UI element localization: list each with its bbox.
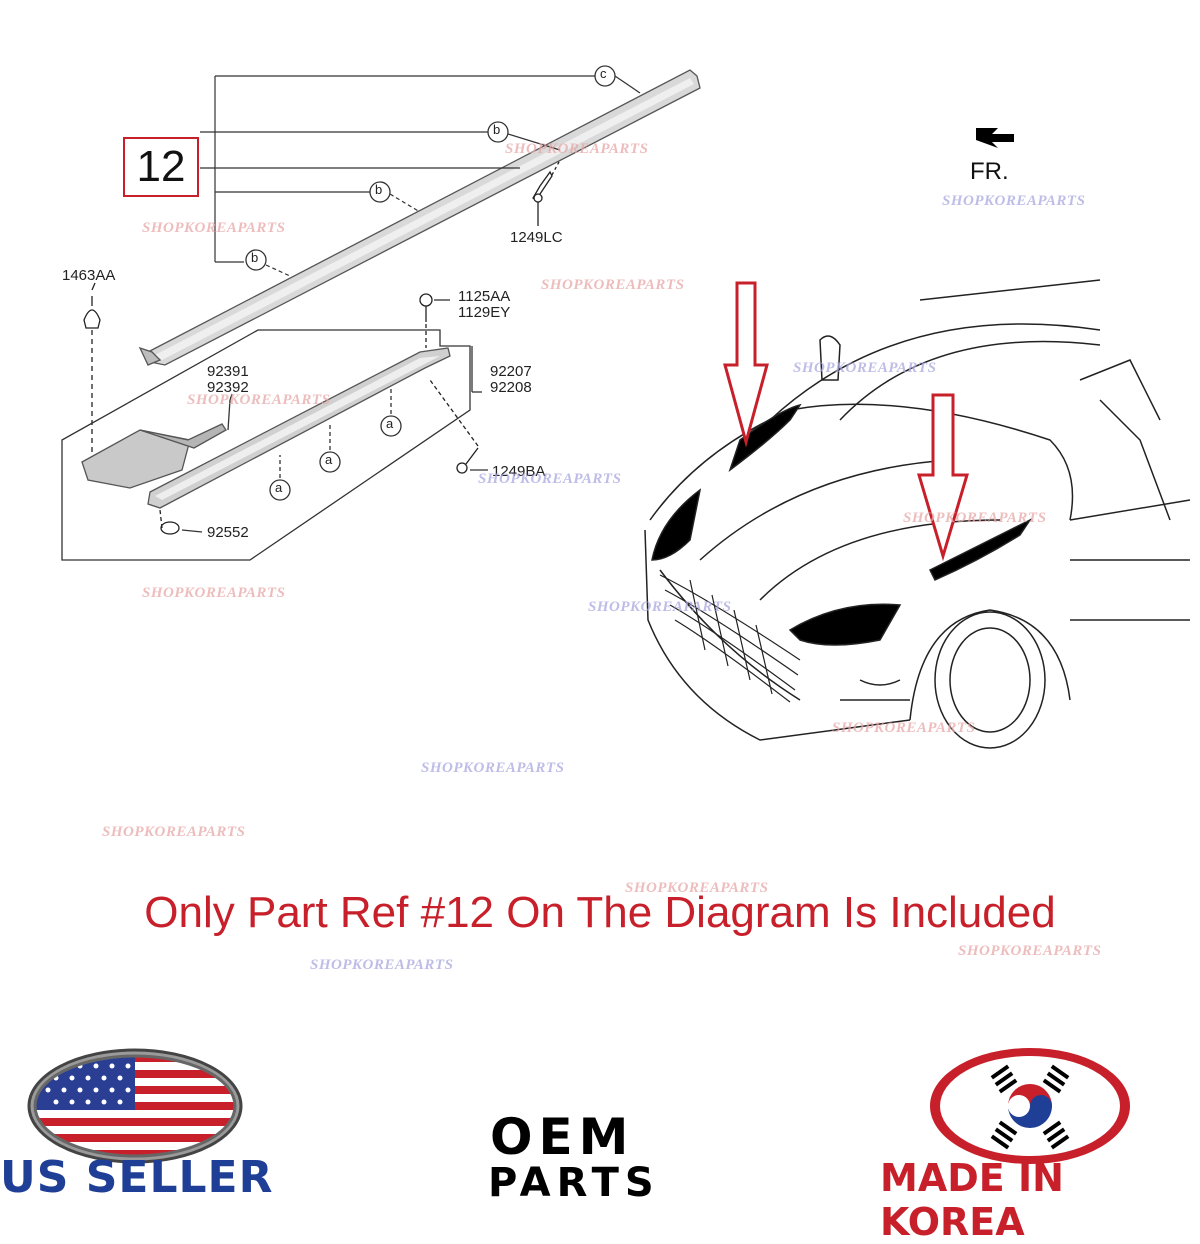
watermark: SHOPKOREAPARTS (588, 599, 732, 615)
watermark: SHOPKOREAPARTS (142, 585, 286, 601)
watermark: SHOPKOREAPARTS (958, 943, 1102, 959)
car-illustration (644, 279, 1191, 749)
callout-circles (245, 65, 616, 501)
arrow-right (916, 393, 970, 562)
label-92207: 92207 (490, 363, 532, 380)
label-1125aa: 1125AA (458, 288, 511, 305)
label-leaders (181, 299, 488, 533)
callout-b-2: b (375, 182, 383, 197)
watermark: SHOPKOREAPARTS (832, 720, 976, 736)
label-92208: 92208 (490, 379, 532, 396)
made-in-korea-label: MADE IN KOREA (880, 1156, 1064, 1244)
us-flag-badge (27, 1048, 243, 1164)
front-direction-label: FR. (970, 158, 1009, 185)
left-headlight (651, 488, 702, 561)
watermark: SHOPKOREAPARTS (505, 141, 649, 157)
watermark: SHOPKOREAPARTS (142, 220, 286, 236)
callout-c: c (600, 66, 607, 81)
watermark: SHOPKOREAPARTS (421, 760, 565, 776)
watermark: SHOPKOREAPARTS (102, 824, 246, 840)
clip-1249lc (532, 159, 561, 226)
screw-1249ba (429, 379, 479, 474)
clip-1463aa (83, 282, 101, 460)
part-reference-number: 12 (123, 137, 199, 197)
callout-a-1: a (386, 416, 394, 431)
parts-label: PARTS (488, 1160, 660, 1206)
hood-moulding-right (928, 518, 1033, 581)
label-1249ba: 1249BA (492, 463, 546, 480)
watermark: SHOPKOREAPARTS (942, 193, 1086, 209)
korea-flag-badge (930, 1048, 1130, 1164)
callout-b-3: b (251, 250, 259, 265)
nut-92552 (159, 509, 180, 535)
watermark: SHOPKOREAPARTS (625, 880, 769, 896)
screw-1125aa (419, 293, 433, 348)
watermark: SHOPKOREAPARTS (478, 471, 622, 487)
watermark: SHOPKOREAPARTS (903, 510, 1047, 526)
label-92552: 92552 (207, 524, 249, 541)
callout-b-1: b (493, 122, 501, 137)
hood-moulding-left (728, 403, 802, 473)
label-1249lc: 1249LC (510, 229, 563, 246)
label-1129ey: 1129EY (458, 304, 511, 321)
label-92391: 92391 (207, 363, 249, 380)
front-direction-arrow (976, 128, 1014, 148)
label-92392: 92392 (207, 379, 249, 396)
inclusion-notice: Only Part Ref #12 On The Diagram Is Incl… (144, 888, 1056, 937)
arrow-left (723, 281, 769, 448)
callout-a-3: a (275, 480, 283, 495)
parts-diagram (27, 65, 1191, 1164)
us-seller-label: US SELLER (0, 1152, 274, 1203)
moulding-strip (138, 69, 701, 366)
rail-92207 (147, 347, 451, 509)
red-arrows (723, 281, 970, 562)
watermark: SHOPKOREAPARTS (187, 392, 331, 408)
oem-label: OEM (490, 1108, 635, 1166)
side-bracket-92391 (81, 393, 233, 489)
parts-group-frame (61, 329, 471, 561)
exploded-parts-diagram (61, 65, 701, 561)
label-1463aa: 1463AA (62, 267, 116, 284)
ref-12-leaders (200, 75, 641, 277)
watermark: SHOPKOREAPARTS (541, 277, 685, 293)
watermark: SHOPKOREAPARTS (793, 360, 937, 376)
watermark: SHOPKOREAPARTS (310, 957, 454, 973)
grille (659, 574, 801, 703)
right-headlight (788, 603, 902, 646)
callout-a-2: a (325, 452, 333, 467)
